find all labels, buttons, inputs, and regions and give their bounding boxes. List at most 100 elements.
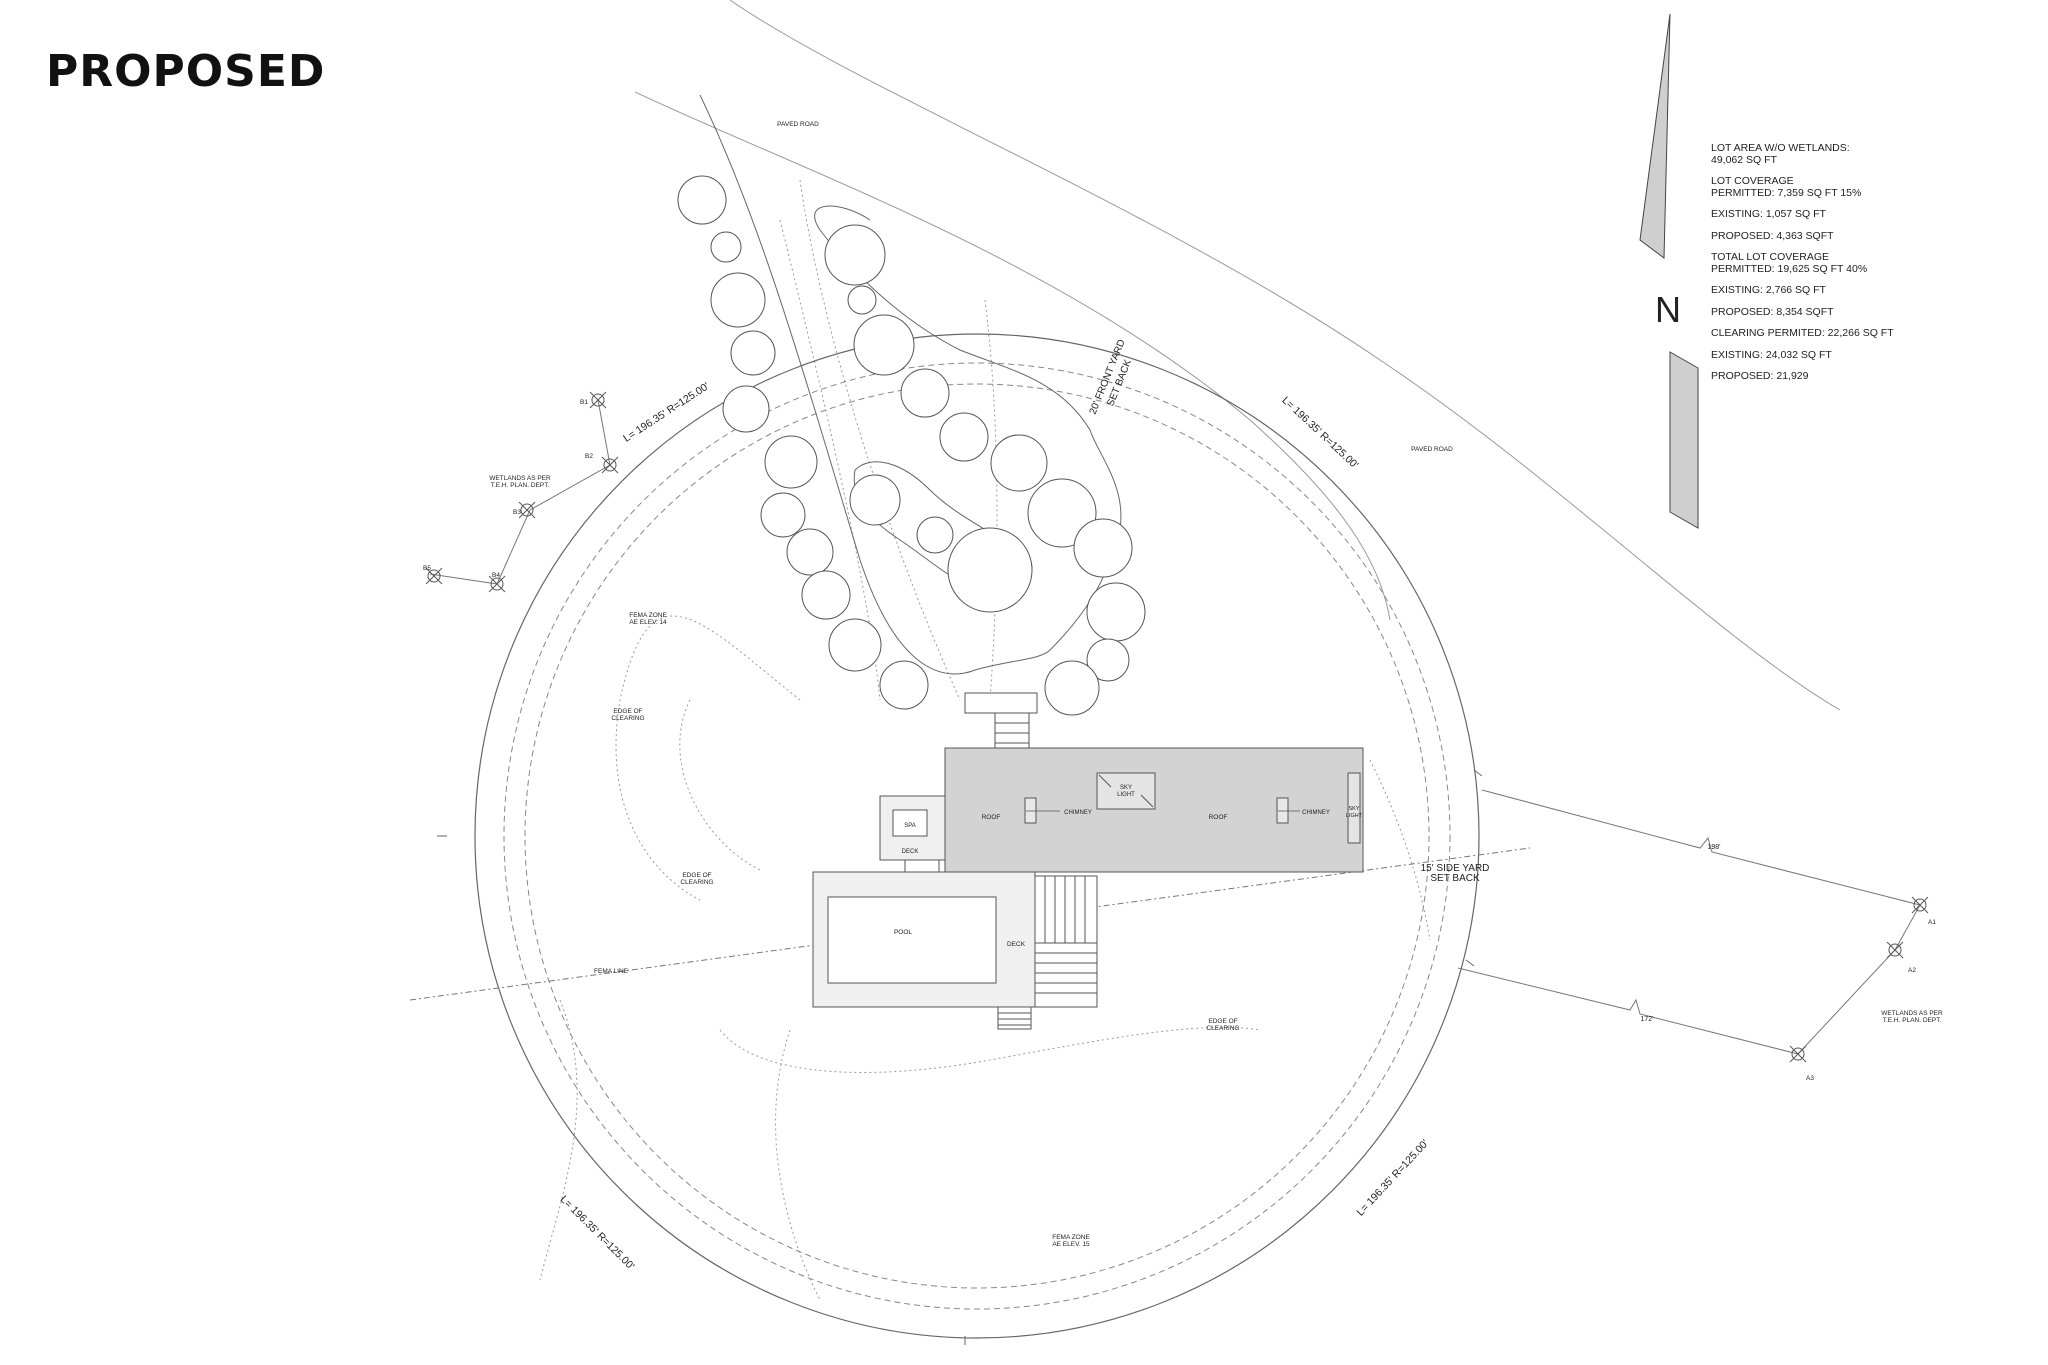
tree	[853, 314, 915, 376]
property-boundary	[474, 333, 1480, 1339]
survey-marker-a2	[1886, 941, 1904, 959]
stat-line: 49,062 SQ FT	[1711, 153, 1777, 166]
dimension-198: 198'	[1707, 844, 1720, 851]
side-yard-setback-line	[524, 383, 1430, 1289]
marker-label-b5: B5	[423, 565, 431, 572]
spa-steps	[904, 859, 940, 873]
edge-clearing-label-b-1: EDGE OF	[682, 872, 711, 879]
skylight-2-label-a: SKY	[1348, 806, 1359, 812]
stat-line: PROPOSED: 4,363 SQFT	[1711, 229, 1834, 242]
stat-line: PROPOSED: 8,354 SQFT	[1711, 305, 1834, 318]
survey-marker-a3	[1789, 1045, 1807, 1063]
stat-line: LOT COVERAGE	[1711, 175, 1794, 187]
survey-marker-b3	[518, 501, 536, 519]
stat-total-coverage: TOTAL LOT COVERAGE PERMITTED: 19,625 SQ …	[1711, 251, 1894, 275]
skylight-1	[1096, 772, 1156, 810]
stat-clearing-existing: EXISTING: 24,032 SQ FT	[1711, 348, 1894, 362]
spa-deck-label: DECK	[902, 849, 919, 855]
marker-label-b2: B2	[585, 453, 593, 460]
roof-label-2: ROOF	[1209, 814, 1228, 821]
marker-label-a3: A3	[1806, 1075, 1814, 1082]
arc-label-nw: L= 196.35' R=125.00'	[621, 380, 711, 444]
tree	[786, 528, 834, 576]
tree	[1086, 638, 1130, 682]
wetlands-label-left-2: T.E.H. PLAN. DEPT.	[491, 482, 550, 489]
marker-label-a1: A1	[1928, 919, 1936, 926]
edge-clearing-label-b-2: CLEARING	[680, 879, 713, 886]
wetlands-label-right-1: WETLANDS AS PER	[1881, 1010, 1943, 1017]
fema-zone-14-label-1: FEMA ZONE	[629, 612, 667, 619]
tree	[1044, 660, 1100, 716]
survey-marker-b4	[488, 575, 506, 593]
north-arrow	[1639, 13, 1699, 529]
deck-slats	[1034, 875, 1098, 1008]
marker-label-b4: B4	[492, 572, 500, 579]
north-label: N	[1655, 289, 1681, 330]
spa-label: SPA	[904, 823, 916, 829]
stat-line: EXISTING: 24,032 SQ FT	[1711, 348, 1832, 361]
marker-label-b3: B3	[513, 509, 521, 516]
tree	[900, 368, 950, 418]
stat-line: LOT AREA W/O WETLANDS:	[1711, 142, 1850, 154]
tree	[1086, 582, 1146, 642]
tree	[710, 231, 742, 263]
tree	[710, 272, 766, 328]
pool-deck-label: DECK	[1007, 941, 1026, 948]
north-arrow-upper	[1639, 13, 1671, 259]
tree	[847, 285, 877, 315]
tree	[764, 435, 818, 489]
survey-marker-b1	[589, 391, 607, 409]
tree	[1073, 518, 1133, 578]
dimension-172: 172'	[1640, 1016, 1653, 1023]
skylight-1-label-b: LIGHT	[1117, 792, 1135, 798]
tree	[939, 412, 989, 462]
paved-road-label-right: PAVED ROAD	[1411, 446, 1453, 453]
stat-line: CLEARING PERMITED: 22,266 SQ FT	[1711, 327, 1894, 339]
fema-zone-14-label-2: AE ELEV. 14	[629, 619, 667, 626]
edge-clearing-label-c-1: EDGE OF	[1208, 1018, 1237, 1025]
paved-road-label-top: PAVED ROAD	[777, 121, 819, 128]
tree	[722, 385, 770, 433]
stat-line: PERMITTED: 7,359 SQ FT 15%	[1711, 186, 1862, 199]
stat-line: PERMITTED: 19,625 SQ FT 40%	[1711, 262, 1868, 275]
stat-line: PROPOSED: 21,929	[1711, 370, 1809, 382]
fema-zone-15-label-2: AE ELEV. 15	[1052, 1241, 1090, 1248]
tree	[879, 660, 929, 710]
boundary-ticks	[437, 769, 1483, 1345]
survey-marker-b5	[425, 567, 443, 585]
stat-coverage-existing: EXISTING: 1,057 SQ FT	[1711, 208, 1894, 221]
tree	[824, 224, 886, 286]
stat-lot-area: LOT AREA W/O WETLANDS: 49,062 SQ FT	[1711, 142, 1894, 166]
chimney-2	[1276, 797, 1289, 824]
stat-lot-coverage: LOT COVERAGE PERMITTED: 7,359 SQ FT 15%	[1711, 175, 1894, 199]
tree	[730, 330, 776, 376]
stat-clearing-proposed: PROPOSED: 21,929	[1711, 370, 1894, 383]
survey-marker-b2	[601, 456, 619, 474]
dotted-paths	[539, 179, 1431, 1301]
lower-steps	[997, 1006, 1032, 1030]
north-arrow-lower	[1669, 351, 1699, 529]
tree	[677, 175, 727, 225]
wetlands-label-left-1: WETLANDS AS PER	[489, 475, 551, 482]
stat-line: EXISTING: 1,057 SQ FT	[1711, 208, 1826, 220]
skylight-1-label-a: SKY	[1120, 785, 1132, 791]
tree	[1027, 478, 1097, 548]
chimney-label-2: CHIMNEY	[1302, 810, 1330, 816]
edge-clearing-label-a-2: CLEARING	[611, 715, 644, 722]
spa	[892, 809, 928, 837]
wetlands-lines	[429, 399, 1921, 1055]
side-setback-label-2: SET BACK	[1430, 873, 1480, 884]
tree	[849, 474, 901, 526]
marker-label-a2: A2	[1908, 967, 1916, 974]
tree	[990, 434, 1048, 492]
stat-total-proposed: PROPOSED: 8,354 SQFT	[1711, 305, 1894, 319]
trees	[677, 175, 1146, 716]
stat-line: EXISTING: 2,766 SQ FT	[1711, 284, 1826, 296]
chimney-1	[1024, 797, 1037, 824]
fema-zone-15-label-1: FEMA ZONE	[1052, 1234, 1090, 1241]
skylight-2-label-b: LIGHT	[1346, 813, 1363, 819]
pool-label: POOL	[894, 929, 912, 936]
stat-line: TOTAL LOT COVERAGE	[1711, 251, 1830, 263]
marker-label-b1: B1	[580, 399, 588, 406]
